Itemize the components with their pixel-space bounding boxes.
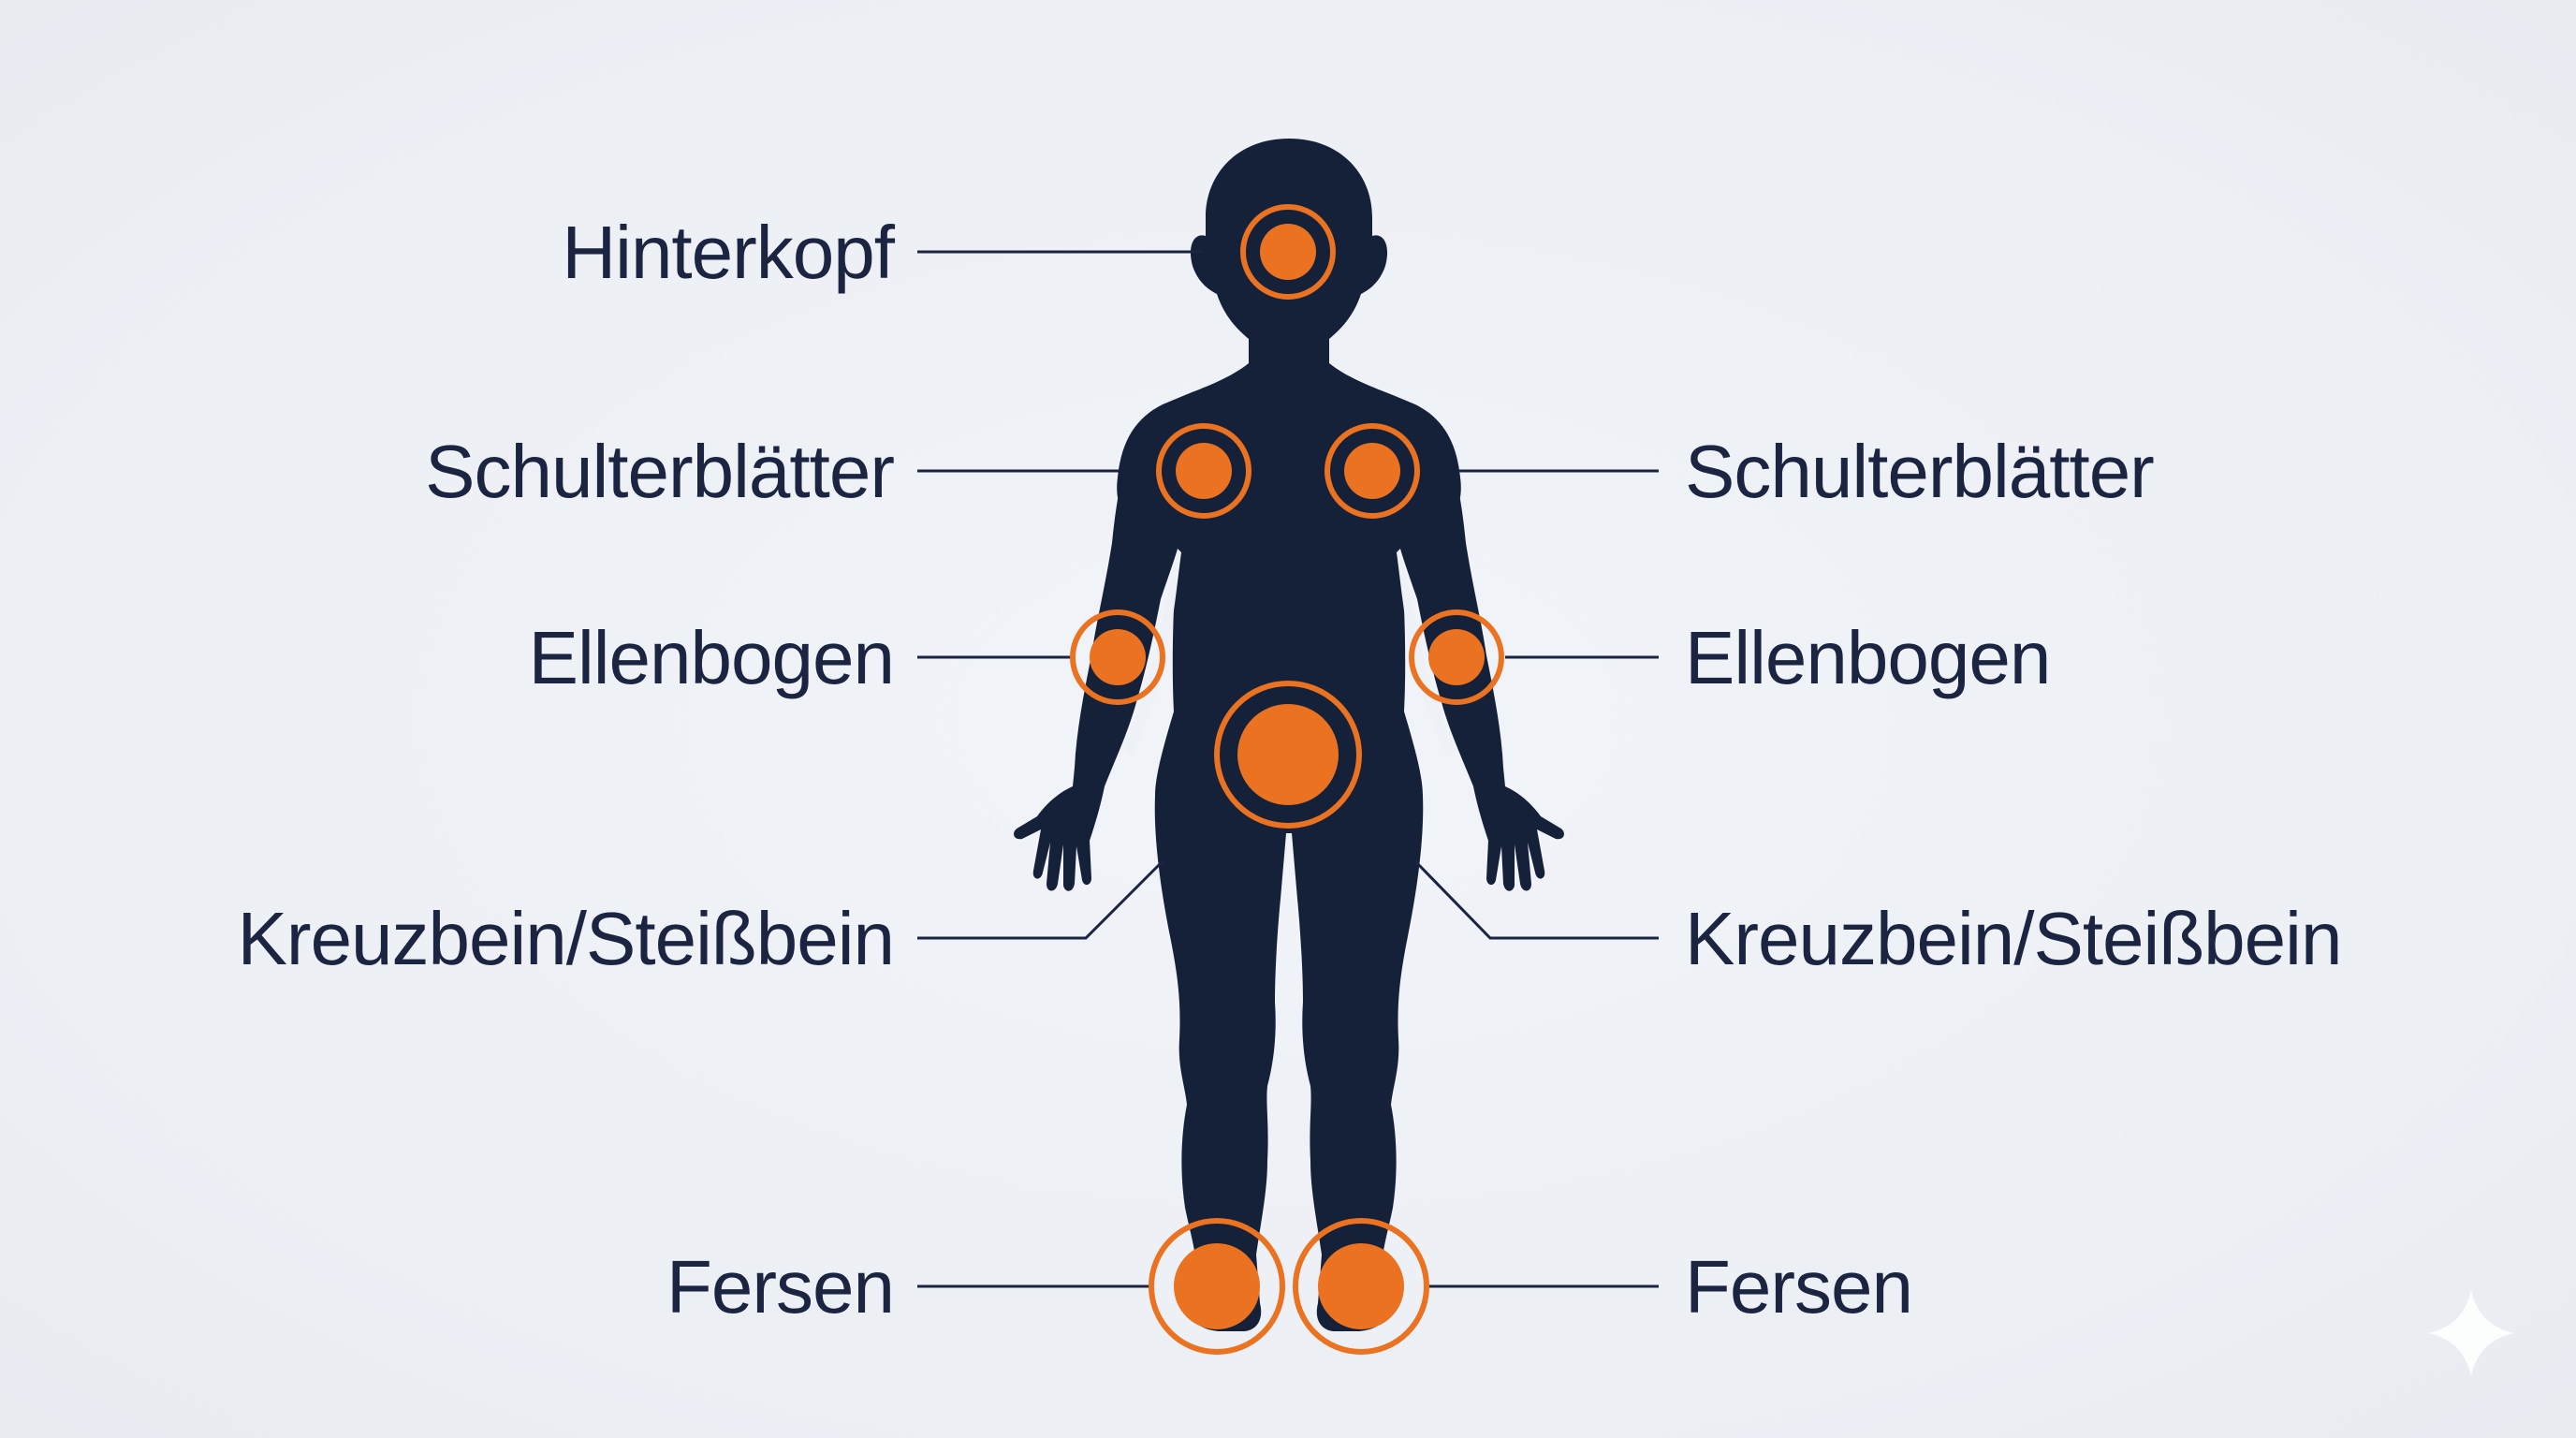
- marker-elbow-right: [1409, 609, 1504, 705]
- label-elbow-left: Ellenbogen: [529, 616, 894, 699]
- marker-shoulder-right: [1325, 423, 1420, 519]
- label-sacrum-right: Kreuzbein/Steißbein: [1685, 897, 2341, 980]
- label-elbow-right: Ellenbogen: [1685, 616, 2050, 699]
- marker-head: [1240, 204, 1336, 300]
- leader-sacrum-right: [1413, 859, 1659, 940]
- marker-shoulder-left: [1156, 423, 1251, 519]
- leader-sacrum-left: [917, 859, 1164, 940]
- marker-heel-left: [1149, 1218, 1285, 1355]
- label-heel-right: Fersen: [1685, 1245, 1912, 1328]
- label-shoulder-right: Schulterblätter: [1685, 430, 2154, 513]
- marker-elbow-left: [1070, 609, 1165, 705]
- label-heel-left: Fersen: [666, 1245, 894, 1328]
- right-arm-gap: [1397, 549, 1455, 758]
- torso-legs-shape: [1117, 363, 1461, 1331]
- pressure-markers: [1070, 204, 1504, 1355]
- left-arm-gap: [1123, 549, 1181, 758]
- marker-heel-right: [1293, 1218, 1429, 1355]
- leader-lines: [917, 250, 1659, 1288]
- label-sacrum-left: Kreuzbein/Steißbein: [238, 897, 894, 980]
- labels-right: Schulterblätter Ellenbogen Kreuzbein/Ste…: [1685, 430, 2342, 1328]
- label-shoulder-left: Schulterblätter: [425, 430, 894, 513]
- marker-sacrum: [1214, 681, 1362, 829]
- labels-left: Hinterkopf Schulterblätter Ellenbogen Kr…: [238, 211, 897, 1328]
- label-head: Hinterkopf: [562, 211, 895, 294]
- sparkle-icon: [2428, 1290, 2514, 1376]
